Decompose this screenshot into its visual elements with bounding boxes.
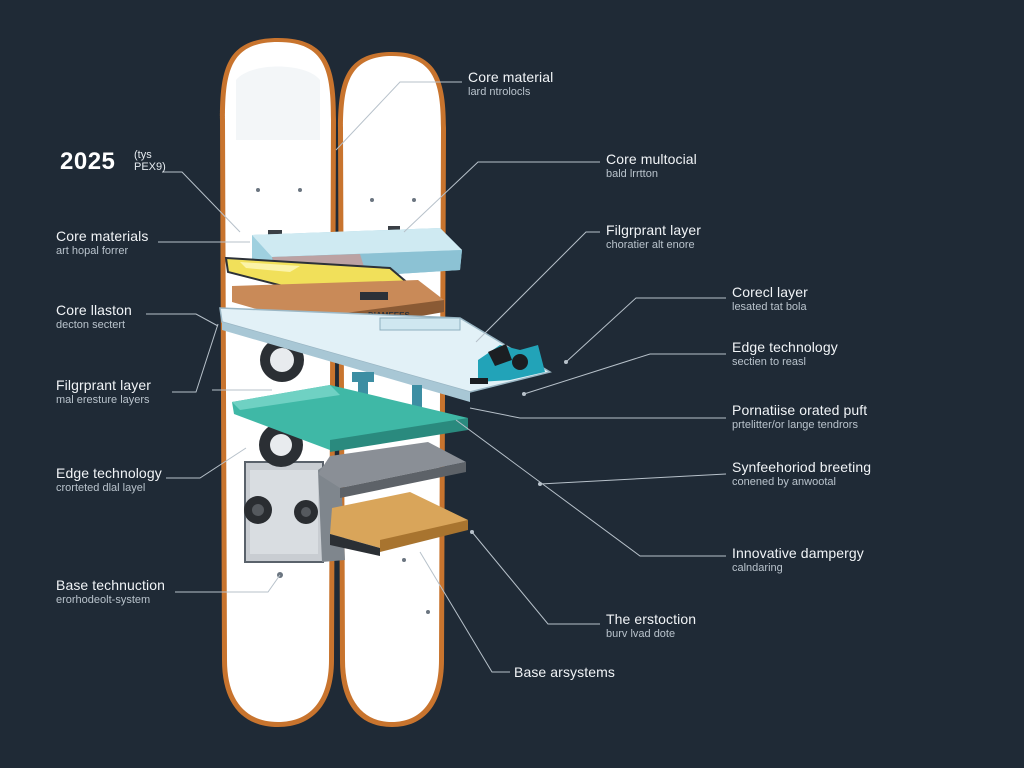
label-subtitle: choratier alt enore	[606, 239, 695, 251]
label-subtitle: lesated tat bola	[732, 301, 807, 313]
label-subtitle: burv lvad dote	[606, 628, 676, 640]
label-right-base-arsystems: Base arsystems	[514, 665, 615, 679]
label-right-pornatiise-orated-puft: Pornatiise orated puft prtelitter/or lan…	[732, 403, 867, 431]
label-subtitle: decton sectert	[56, 319, 126, 331]
label-title: Core material	[468, 69, 554, 85]
label-subtitle: bald lrrtton	[606, 168, 658, 180]
label-right-synfeehoriod-breeting: Synfeehoriod breeting conened by anwoota…	[732, 460, 871, 488]
year-badge: 2025 (tys PEX9)	[60, 148, 166, 176]
label-subtitle: calndaring	[732, 562, 783, 574]
year-note: (tys PEX9)	[134, 149, 166, 173]
layer-grey	[318, 442, 466, 498]
label-left-base-technuction: Base technuction erorhodeolt-system	[56, 578, 165, 606]
label-right-core-material: Core material lard ntrolocls	[468, 70, 553, 98]
label-title: Edge technology	[732, 339, 838, 355]
year-note-line2: PEX9)	[134, 160, 166, 173]
label-title: Innovative dampergy	[732, 545, 864, 561]
label-title: Base arsystems	[514, 664, 615, 680]
label-title: The erstoction	[606, 611, 697, 627]
year-note-line1: (tys	[134, 149, 152, 161]
label-left-core-llaston: Core llaston decton sectert	[56, 303, 132, 331]
label-right-filgrprant-layer: Filgrprant layer choratier alt enore	[606, 223, 701, 251]
snowboard-left	[220, 38, 336, 727]
label-right-the-erstoction: The erstoction burv lvad dote	[606, 612, 696, 640]
layer-light-plate	[219, 307, 552, 402]
label-subtitle: art hopal forrer	[56, 245, 129, 257]
label-title: Base technuction	[56, 577, 166, 593]
label-title: Synfeehoriod breeting	[732, 459, 872, 475]
label-title: Edge technology	[56, 465, 162, 481]
label-title: Filgrprant layer	[56, 377, 151, 393]
label-title: Core llaston	[56, 302, 132, 318]
layer-base-wood	[330, 492, 468, 556]
label-title: Pornatiise orated puft	[732, 402, 868, 418]
layer-teal	[232, 385, 468, 452]
label-title: Filgrprant layer	[606, 222, 701, 238]
leader-dots	[470, 360, 568, 534]
label-right-corecl-layer: Corecl layer lesated tat bola	[732, 285, 808, 313]
label-subtitle: conened by anwootal	[732, 476, 836, 488]
label-subtitle: erorhodeolt-system	[56, 594, 151, 606]
leader-lines-left	[146, 171, 281, 593]
label-title: Core multocial	[606, 151, 697, 167]
label-subtitle: mal eresture layers	[56, 394, 150, 406]
label-right-core-multocial: Core multocial bald lrrtton	[606, 152, 697, 180]
label-right-innovative-dampergy: Innovative dampergy calndaring	[732, 546, 864, 574]
label-left-core-materials: Core materials art hopal forrer	[56, 229, 148, 257]
leader-lines-right	[335, 81, 727, 673]
label-title: Corecl layer	[732, 284, 808, 300]
label-subtitle: lard ntrolocls	[468, 86, 531, 98]
label-subtitle: prtelitter/or lange tendrors	[732, 419, 858, 431]
label-subtitle: crorteted dlal layel	[56, 482, 146, 494]
label-right-edge-technology: Edge technology sectien to reasl	[732, 340, 838, 368]
label-left-edge-technology: Edge technology crorteted dlal layel	[56, 466, 162, 494]
binding	[470, 344, 545, 384]
label-title: Core materials	[56, 228, 149, 244]
label-subtitle: sectien to reasl	[732, 356, 806, 368]
label-left-filgrprant-layer: Filgrprant layer mal eresture layers	[56, 378, 151, 406]
year-number: 2025	[60, 148, 116, 175]
snowboard-right	[338, 52, 446, 727]
